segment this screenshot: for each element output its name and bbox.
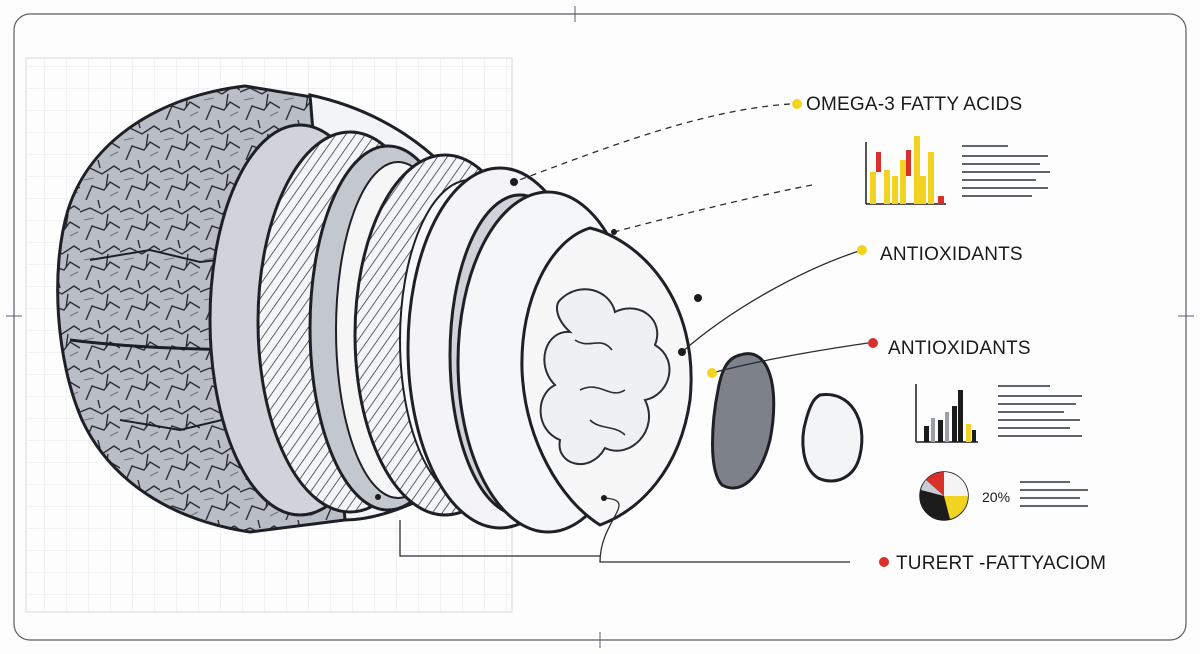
marker-dots [375, 99, 889, 567]
pie-percent-label: 20% [982, 489, 1011, 505]
label-antioxidants-2: ANTIOXIDANTS [888, 338, 1031, 359]
label-antioxidants-1: ANTIOXIDANTS [880, 244, 1023, 265]
label-bottom: TURERT -FATTYACIOM [896, 553, 1107, 574]
text-placeholder-3 [1020, 481, 1088, 507]
mini-pie-chart [919, 471, 969, 521]
text-placeholder-1 [962, 145, 1050, 197]
mini-bar-chart-2 [915, 384, 978, 443]
walnut-kernel-icon [520, 226, 864, 527]
text-placeholder-2 [998, 385, 1082, 437]
mini-bar-chart-1 [865, 136, 946, 205]
leader-lines [399, 103, 869, 563]
page-frame [6, 6, 1194, 648]
label-omega-3: OMEGA-3 FATTY ACIDS [806, 94, 1023, 115]
